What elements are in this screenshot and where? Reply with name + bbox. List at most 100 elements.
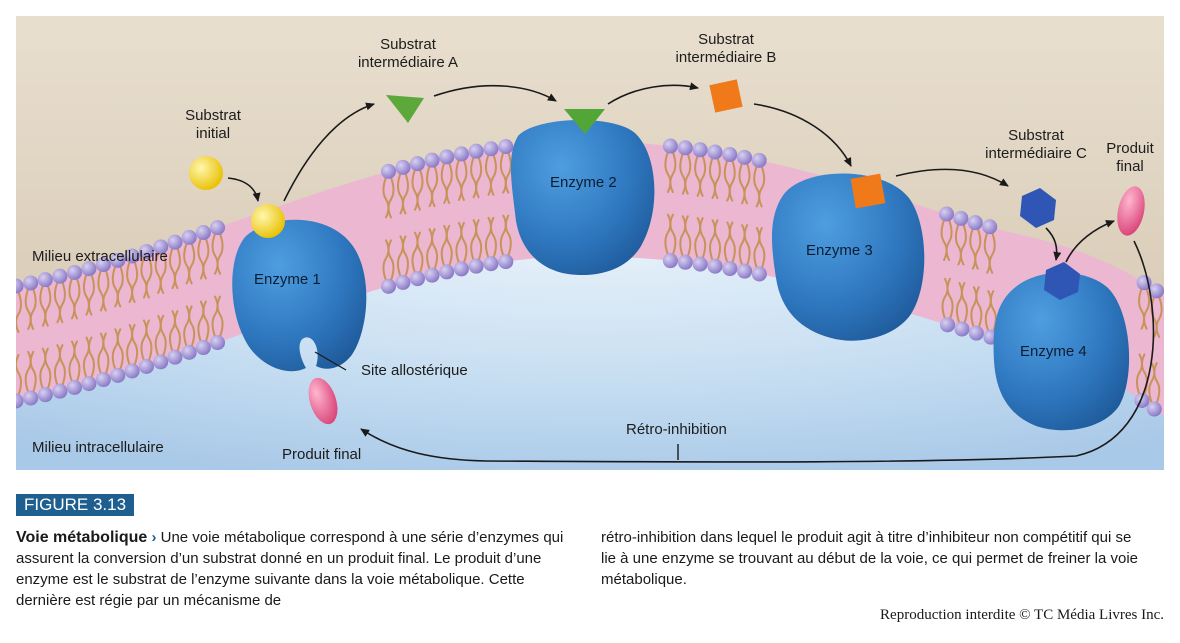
lipid-tail xyxy=(713,157,721,200)
intracellular-label: Milieu intracellulaire xyxy=(32,439,164,456)
lipid-tail xyxy=(669,213,677,256)
lipid-tail xyxy=(145,256,153,299)
enzyme-4 xyxy=(993,272,1130,431)
lipid-tail xyxy=(131,260,139,303)
phospholipid-head xyxy=(424,152,440,168)
produit-final-molecule-top xyxy=(1117,186,1145,236)
substrat-b-bound-molecule xyxy=(850,173,886,209)
lipid-tail xyxy=(959,223,967,266)
lipid-tail xyxy=(684,215,692,258)
lipid-tail xyxy=(699,154,707,197)
lipid-tail xyxy=(1143,287,1151,330)
phospholipid-head xyxy=(453,261,469,277)
lipid-tail xyxy=(460,158,468,201)
figure-number-badge: FIGURE 3.13 xyxy=(16,494,135,516)
lipid-tail xyxy=(489,153,497,196)
lipid-tail xyxy=(1153,362,1161,405)
caption-left-text: Une voie métabolique correspond à une sé… xyxy=(16,529,564,609)
phospholipid-head xyxy=(1146,401,1162,417)
phospholipid-head xyxy=(66,264,82,280)
phospholipid-head xyxy=(982,219,998,235)
arrow-enzyme2-to-b xyxy=(607,82,699,105)
phospholipid-head xyxy=(110,367,126,383)
phospholipid-head xyxy=(968,325,984,341)
lipid-tail xyxy=(102,332,110,375)
copyright-credit: Reproduction interdite © TC Média Livres… xyxy=(880,607,1164,623)
phospholipid-head xyxy=(95,372,111,388)
lipid-tail xyxy=(945,219,953,262)
phospholipid-head xyxy=(37,387,53,403)
phospholipid-head xyxy=(483,256,499,272)
phospholipid-head xyxy=(939,206,955,222)
phospholipid-head xyxy=(736,149,752,165)
lipid-tail xyxy=(1155,295,1163,338)
lipid-tail xyxy=(58,281,66,324)
phospholipid-head xyxy=(737,263,753,279)
arrow-initial-to-enzyme1 xyxy=(227,177,261,202)
phospholipid-head xyxy=(424,267,440,283)
phospholipid-head xyxy=(954,321,970,337)
lipid-tail xyxy=(16,291,22,333)
phospholipid-head xyxy=(395,274,411,290)
phospholipid-head xyxy=(395,159,411,175)
lipid-tail xyxy=(73,277,81,320)
lipid-tail xyxy=(159,314,167,357)
lipid-tail xyxy=(946,277,954,320)
lipid-tail xyxy=(669,151,677,194)
lipid-tail xyxy=(684,152,692,195)
lipid-tail xyxy=(743,162,751,205)
site-leader-line xyxy=(314,351,347,371)
phospholipid-head xyxy=(66,379,82,395)
phospholipid-head xyxy=(1149,283,1164,299)
phospholipid-head xyxy=(181,229,197,245)
lipid-tail xyxy=(29,287,37,330)
lipid-tail xyxy=(202,300,210,343)
caption-right-column: rétro-inhibition dans lequel le produit … xyxy=(601,529,1138,588)
lipid-tail xyxy=(216,232,224,275)
substrat-c-molecule xyxy=(1020,188,1056,228)
phospholipid-head xyxy=(692,142,708,158)
phospholipid-head xyxy=(23,390,39,406)
arrow-c-to-enzyme4 xyxy=(1045,227,1062,261)
phospholipid-heads xyxy=(16,138,1164,417)
lipid-tail xyxy=(714,219,722,262)
lipid-tail xyxy=(460,221,468,264)
phospholipid-head xyxy=(707,258,723,274)
lipid-tail xyxy=(988,231,996,274)
lipid-tail xyxy=(416,168,424,211)
lipid-tail xyxy=(387,176,395,219)
enzyme-1-label: Enzyme 1 xyxy=(254,271,321,288)
phospholipid-head xyxy=(167,349,183,365)
phospholipid-head xyxy=(468,143,484,159)
lipid-tail xyxy=(401,172,409,215)
substrat-a-bound-molecule xyxy=(564,109,605,134)
enzyme-3 xyxy=(772,173,925,341)
lipid-tail xyxy=(758,165,766,208)
phospholipid-head xyxy=(380,278,396,294)
phospholipid-head xyxy=(195,225,211,241)
substrat-b-molecule xyxy=(709,79,743,113)
arrow-b-to-enzyme3 xyxy=(753,103,852,167)
phospholipid-head xyxy=(751,266,767,282)
phospholipid-head xyxy=(110,252,126,268)
phospholipid-head xyxy=(210,335,226,351)
phospholipid-head xyxy=(677,254,693,270)
phospholipid-head xyxy=(23,275,39,291)
site-allosterique-label: Site allostérique xyxy=(361,362,468,379)
substrat-b-label: Substrat intermédiaire B xyxy=(675,31,777,66)
phospholipid-head xyxy=(181,344,197,360)
phospholipid-head xyxy=(380,163,396,179)
caption-title: Voie métabolique xyxy=(16,529,148,546)
phospholipid-head xyxy=(439,149,455,165)
lipid-tail xyxy=(728,221,736,264)
phospholipid-head xyxy=(468,258,484,274)
phospholipid-head xyxy=(662,138,678,154)
phospholipid-head xyxy=(167,234,183,250)
lipid-tail xyxy=(73,340,81,383)
phospholipid-head xyxy=(662,253,678,269)
arrow-enzyme4-to-product xyxy=(1065,220,1115,263)
phospholipid-head xyxy=(16,393,24,409)
phospholipid-head xyxy=(52,268,68,284)
caption-left-column: Voie métabolique › Une voie métabolique … xyxy=(16,527,568,611)
phospholipid-head xyxy=(498,139,514,155)
